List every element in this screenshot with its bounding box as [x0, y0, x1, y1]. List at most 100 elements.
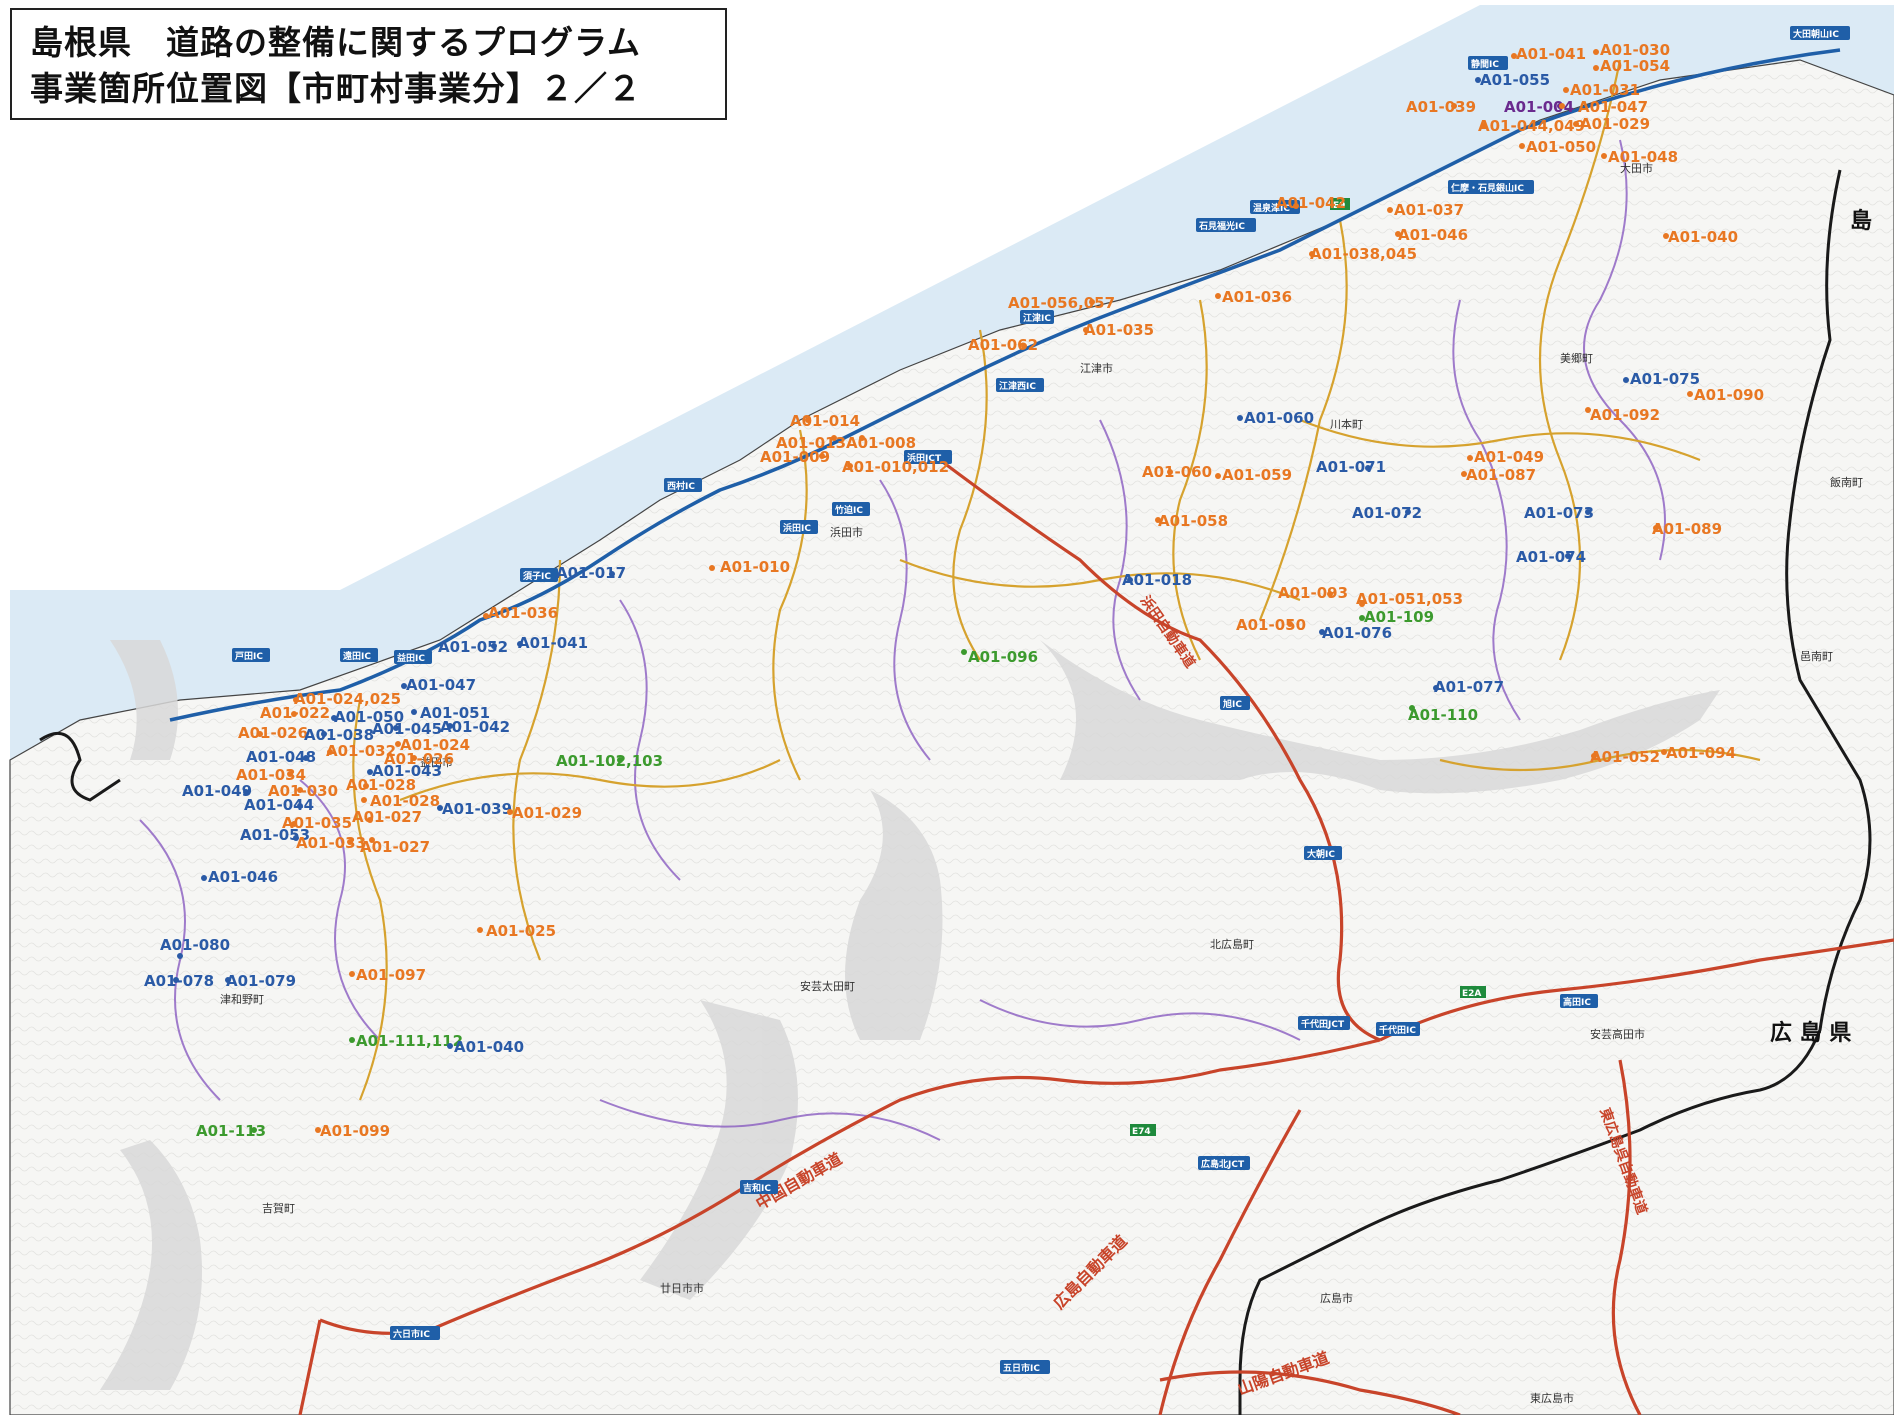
interchange-tag: 吉和IC — [740, 1180, 778, 1194]
project-marker: A01-059 — [1215, 466, 1292, 484]
svg-text:A01-060: A01-060 — [1142, 463, 1212, 481]
project-marker: A01-044,049 — [1478, 117, 1585, 135]
project-marker: A01-038 — [304, 726, 374, 744]
svg-text:A01-073: A01-073 — [1524, 504, 1594, 522]
interchange-tag: 益田IC — [394, 650, 432, 664]
svg-text:A01-026: A01-026 — [384, 750, 454, 768]
project-marker: A01-013 — [776, 434, 846, 452]
project-marker: A01-039 — [1406, 98, 1476, 116]
project-marker: A01-099 — [315, 1122, 390, 1140]
svg-text:A01-035: A01-035 — [1084, 321, 1154, 339]
project-marker: A01-090 — [1687, 386, 1764, 404]
svg-text:A01-089: A01-089 — [1652, 520, 1722, 538]
interchange-tag: 五日市IC — [1000, 1360, 1050, 1374]
interchange-tags: 大田朝山IC 静間IC 仁摩・石見銀山IC 温泉津IC 石見福光IC 江津IC … — [232, 26, 1850, 1374]
prefecture-label: 広 島 県 — [1770, 1020, 1851, 1046]
interchange-tag: 西村IC — [664, 478, 702, 492]
project-marker: A01-044 — [244, 796, 314, 814]
svg-text:江津西IC: 江津西IC — [999, 380, 1036, 392]
route-badge: E9 — [1333, 201, 1345, 211]
project-marker: A01-052 — [1590, 748, 1660, 766]
svg-text:A01-047: A01-047 — [406, 676, 476, 694]
svg-text:A01-075: A01-075 — [1630, 370, 1700, 388]
prefectural-roads — [352, 59, 1761, 1101]
svg-text:A01-046: A01-046 — [1398, 226, 1468, 244]
project-marker: A01-024 — [395, 736, 470, 754]
project-marker: A01-042 — [440, 718, 510, 736]
svg-text:A01-028: A01-028 — [370, 792, 440, 810]
svg-text:A01-044,049: A01-044,049 — [1478, 117, 1585, 135]
svg-text:A01-055: A01-055 — [1480, 71, 1550, 89]
svg-text:A01-076: A01-076 — [1322, 624, 1392, 642]
project-marker: A01-041 — [517, 634, 588, 652]
place-label: 廿日市市 — [660, 1281, 704, 1295]
interchange-tag: 温泉津IC — [1250, 200, 1300, 214]
project-marker: A01-047 — [401, 676, 476, 694]
place-label: 邑南町 — [1800, 650, 1833, 663]
project-marker: A01-094 — [1661, 744, 1736, 762]
svg-text:千代田IC: 千代田IC — [1379, 1024, 1416, 1036]
svg-text:A01-039: A01-039 — [1406, 98, 1476, 116]
svg-text:A01-042: A01-042 — [1276, 194, 1346, 212]
project-marker: A01-009 — [760, 448, 830, 466]
svg-text:A01-062: A01-062 — [968, 336, 1038, 354]
svg-text:A01-099: A01-099 — [320, 1122, 390, 1140]
svg-text:浜田JCT: 浜田JCT — [907, 452, 942, 464]
route-badge: E74 — [1132, 1127, 1151, 1137]
svg-text:A01-030: A01-030 — [268, 782, 338, 800]
svg-text:A01-049: A01-049 — [1474, 448, 1544, 466]
svg-text:A01-014: A01-014 — [790, 412, 860, 430]
sea-area — [10, 5, 1894, 760]
svg-text:A01-110: A01-110 — [1408, 706, 1478, 724]
project-marker: A01-060 — [1237, 409, 1314, 427]
svg-text:A01-071: A01-071 — [1316, 458, 1386, 476]
svg-text:江津IC: 江津IC — [1023, 312, 1051, 324]
map-title-line-1: 島根県 道路の整備に関するプログラム — [30, 23, 642, 62]
svg-text:A01-013: A01-013 — [776, 434, 846, 452]
svg-text:A01-056,057: A01-056,057 — [1008, 294, 1115, 312]
project-marker: A01-026 — [238, 724, 308, 742]
project-marker: A01-026 — [384, 750, 454, 768]
interchange-tag: 須子IC — [520, 568, 558, 582]
svg-text:A01-072: A01-072 — [1352, 504, 1422, 522]
svg-text:A01-036: A01-036 — [1222, 288, 1292, 306]
interchange-tag: 六日市IC — [390, 1326, 440, 1340]
project-marker: A01-111,112 — [349, 1032, 463, 1050]
route-badges: E9 E74 E2A — [1130, 198, 1486, 1137]
project-markers: A01-030 A01-041 A01-054 A01-055 A01-031 … — [144, 41, 1764, 1140]
project-marker: A01-027 — [360, 837, 430, 856]
svg-text:大田朝山IC: 大田朝山IC — [1793, 28, 1839, 40]
svg-text:A01-097: A01-097 — [356, 966, 426, 984]
project-marker: A01-038,045 — [1309, 245, 1417, 263]
svg-text:広島北JCT: 広島北JCT — [1201, 1158, 1245, 1170]
project-marker: A01-018 — [1122, 571, 1192, 589]
svg-text:A01-022: A01-022 — [260, 704, 330, 722]
project-marker: A01-029 — [1573, 115, 1650, 133]
svg-text:A01-074: A01-074 — [1516, 548, 1586, 566]
svg-text:A01-018: A01-018 — [1122, 571, 1192, 589]
project-marker: A01-034 — [236, 766, 306, 784]
place-label: 飯南町 — [1830, 475, 1863, 489]
interchange-tag: 江津西IC — [996, 378, 1044, 392]
project-marker: A01-014 — [790, 412, 860, 430]
project-marker: A01-110 — [1408, 705, 1478, 724]
interchange-tag: 遠田IC — [340, 648, 378, 662]
project-marker: A01-039 — [437, 800, 512, 818]
project-marker: A01-047 — [1559, 98, 1648, 116]
project-marker: A01-109 — [1359, 608, 1434, 626]
project-marker: A01-074 — [1516, 548, 1586, 566]
svg-text:A01-050: A01-050 — [1526, 138, 1596, 156]
project-marker: A01-056,057 — [1008, 294, 1115, 312]
svg-text:吉和IC: 吉和IC — [743, 1182, 771, 1194]
svg-text:A01-039: A01-039 — [442, 800, 512, 818]
svg-text:高田IC: 高田IC — [1563, 996, 1591, 1008]
project-marker: A01-072 — [1352, 504, 1422, 522]
svg-text:大朝IC: 大朝IC — [1307, 848, 1335, 860]
project-marker: A01-076 — [1319, 624, 1392, 642]
project-marker: A01-025 — [477, 922, 556, 940]
svg-text:浜田IC: 浜田IC — [783, 522, 811, 534]
project-marker: A01-017 — [556, 564, 626, 582]
project-marker: A01-010 — [709, 558, 790, 576]
project-marker: A01-040 — [447, 1038, 524, 1056]
interchange-tag: 江津IC — [1020, 310, 1054, 324]
